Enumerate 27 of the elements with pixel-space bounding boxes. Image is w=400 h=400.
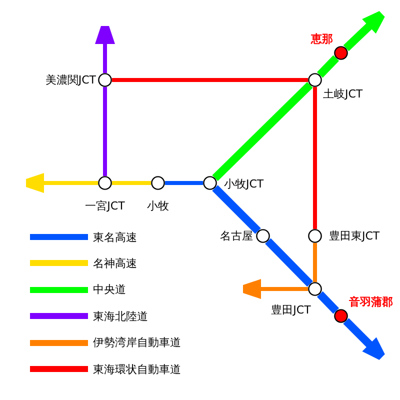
route-line — [265, 238, 313, 287]
legend-label: 名神高速 — [93, 256, 137, 270]
place-label: 小牧 — [147, 200, 169, 212]
route-line — [316, 291, 340, 314]
route-line — [212, 185, 261, 234]
legend-label: 中央道 — [93, 283, 126, 296]
place-label: 豊田JCT — [271, 304, 311, 316]
legend-label: 東名高速 — [93, 230, 137, 244]
route-line — [313, 243, 317, 282]
legend-label: 伊勢湾岸自動車道 — [93, 336, 181, 350]
route-line — [112, 78, 308, 82]
place-label: 豊田東JCT — [329, 230, 380, 242]
route-line — [103, 87, 107, 176]
place-label: 美濃関JCT — [45, 74, 96, 86]
place-label: 小牧JCT — [224, 178, 264, 190]
place-label: 音羽蒲郡 — [349, 296, 393, 308]
legend-label: 東海北陸道 — [93, 310, 148, 323]
place-label: 一宮JCT — [85, 200, 125, 212]
route-line — [212, 82, 313, 181]
route-line — [165, 181, 203, 185]
place-label: 土岐JCT — [323, 88, 363, 100]
route-line — [112, 181, 151, 185]
place-label: 名古屋 — [220, 230, 253, 242]
place-label: 恵那 — [311, 32, 333, 46]
route-line — [316, 55, 340, 78]
legend-label: 東海環状自動車道 — [93, 362, 181, 376]
route-line — [313, 87, 317, 229]
